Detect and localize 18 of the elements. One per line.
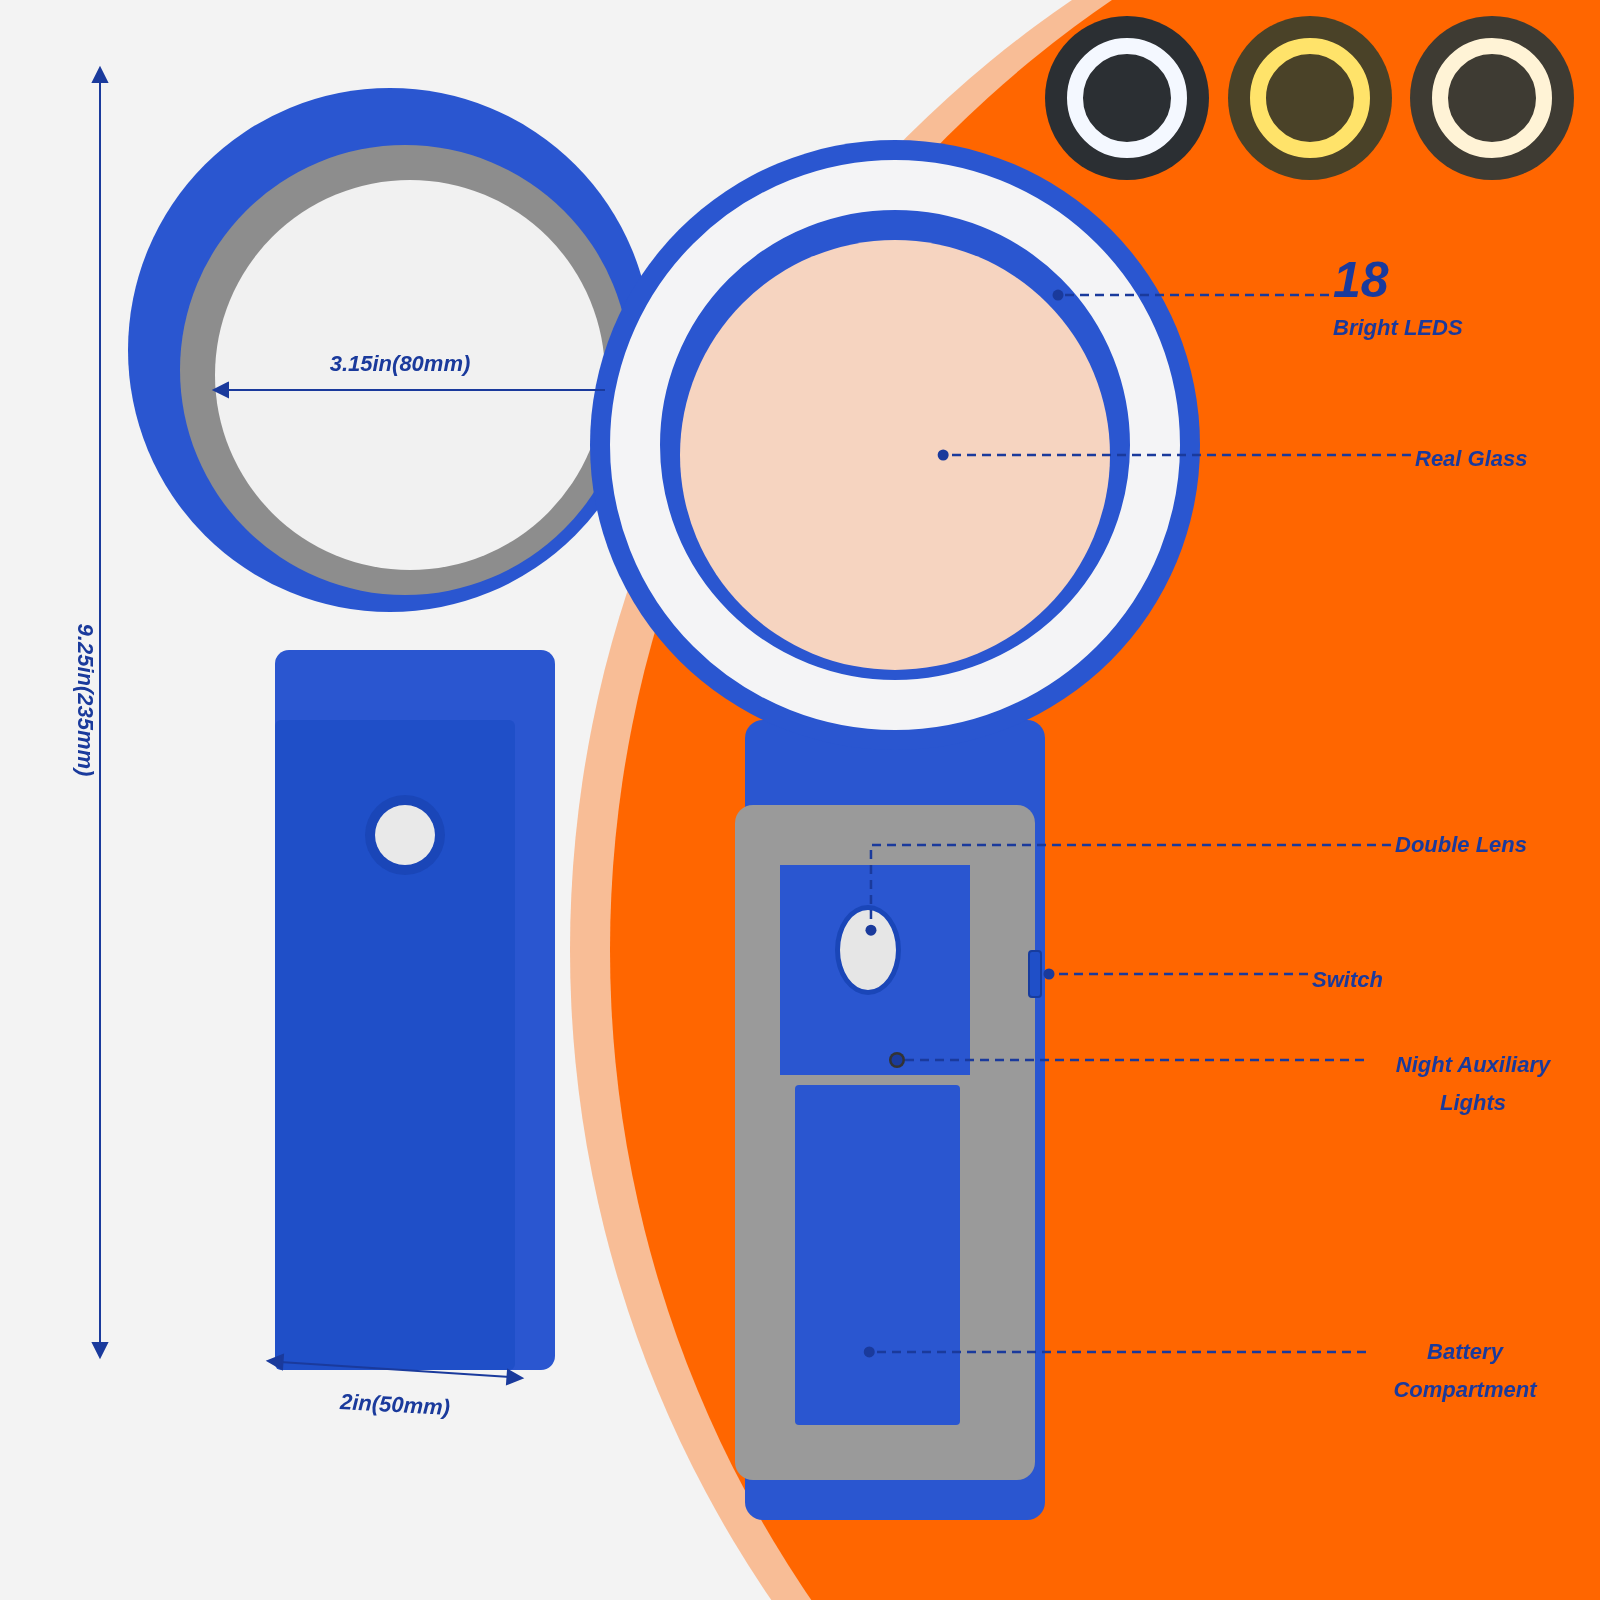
leader-line — [1043, 968, 1308, 980]
leader-line — [937, 449, 1411, 461]
callout-label: Battery Compartment — [1392, 1338, 1539, 1404]
leader-line — [863, 1346, 1366, 1358]
leader-line — [1052, 289, 1329, 301]
callout-label: Double Lens — [1395, 831, 1527, 859]
leader-line — [891, 1054, 1364, 1066]
callout-label: Real Glass — [1415, 445, 1528, 473]
leader-line — [865, 843, 1391, 936]
rectangular-part — [1028, 950, 1042, 998]
dimension-label: 9.25in(235mm) — [72, 623, 98, 777]
rectangular-part — [795, 1085, 960, 1425]
dimension-label: 3.15in(80mm) — [329, 351, 471, 377]
callout-label: Switch — [1312, 966, 1383, 994]
dimension-label: 2in(50mm) — [339, 1389, 451, 1421]
callout-label: Night Auxiliary Lights — [1394, 1051, 1552, 1117]
callout-number: 18 — [1333, 255, 1389, 305]
callout-label: Bright LEDS — [1333, 314, 1463, 342]
